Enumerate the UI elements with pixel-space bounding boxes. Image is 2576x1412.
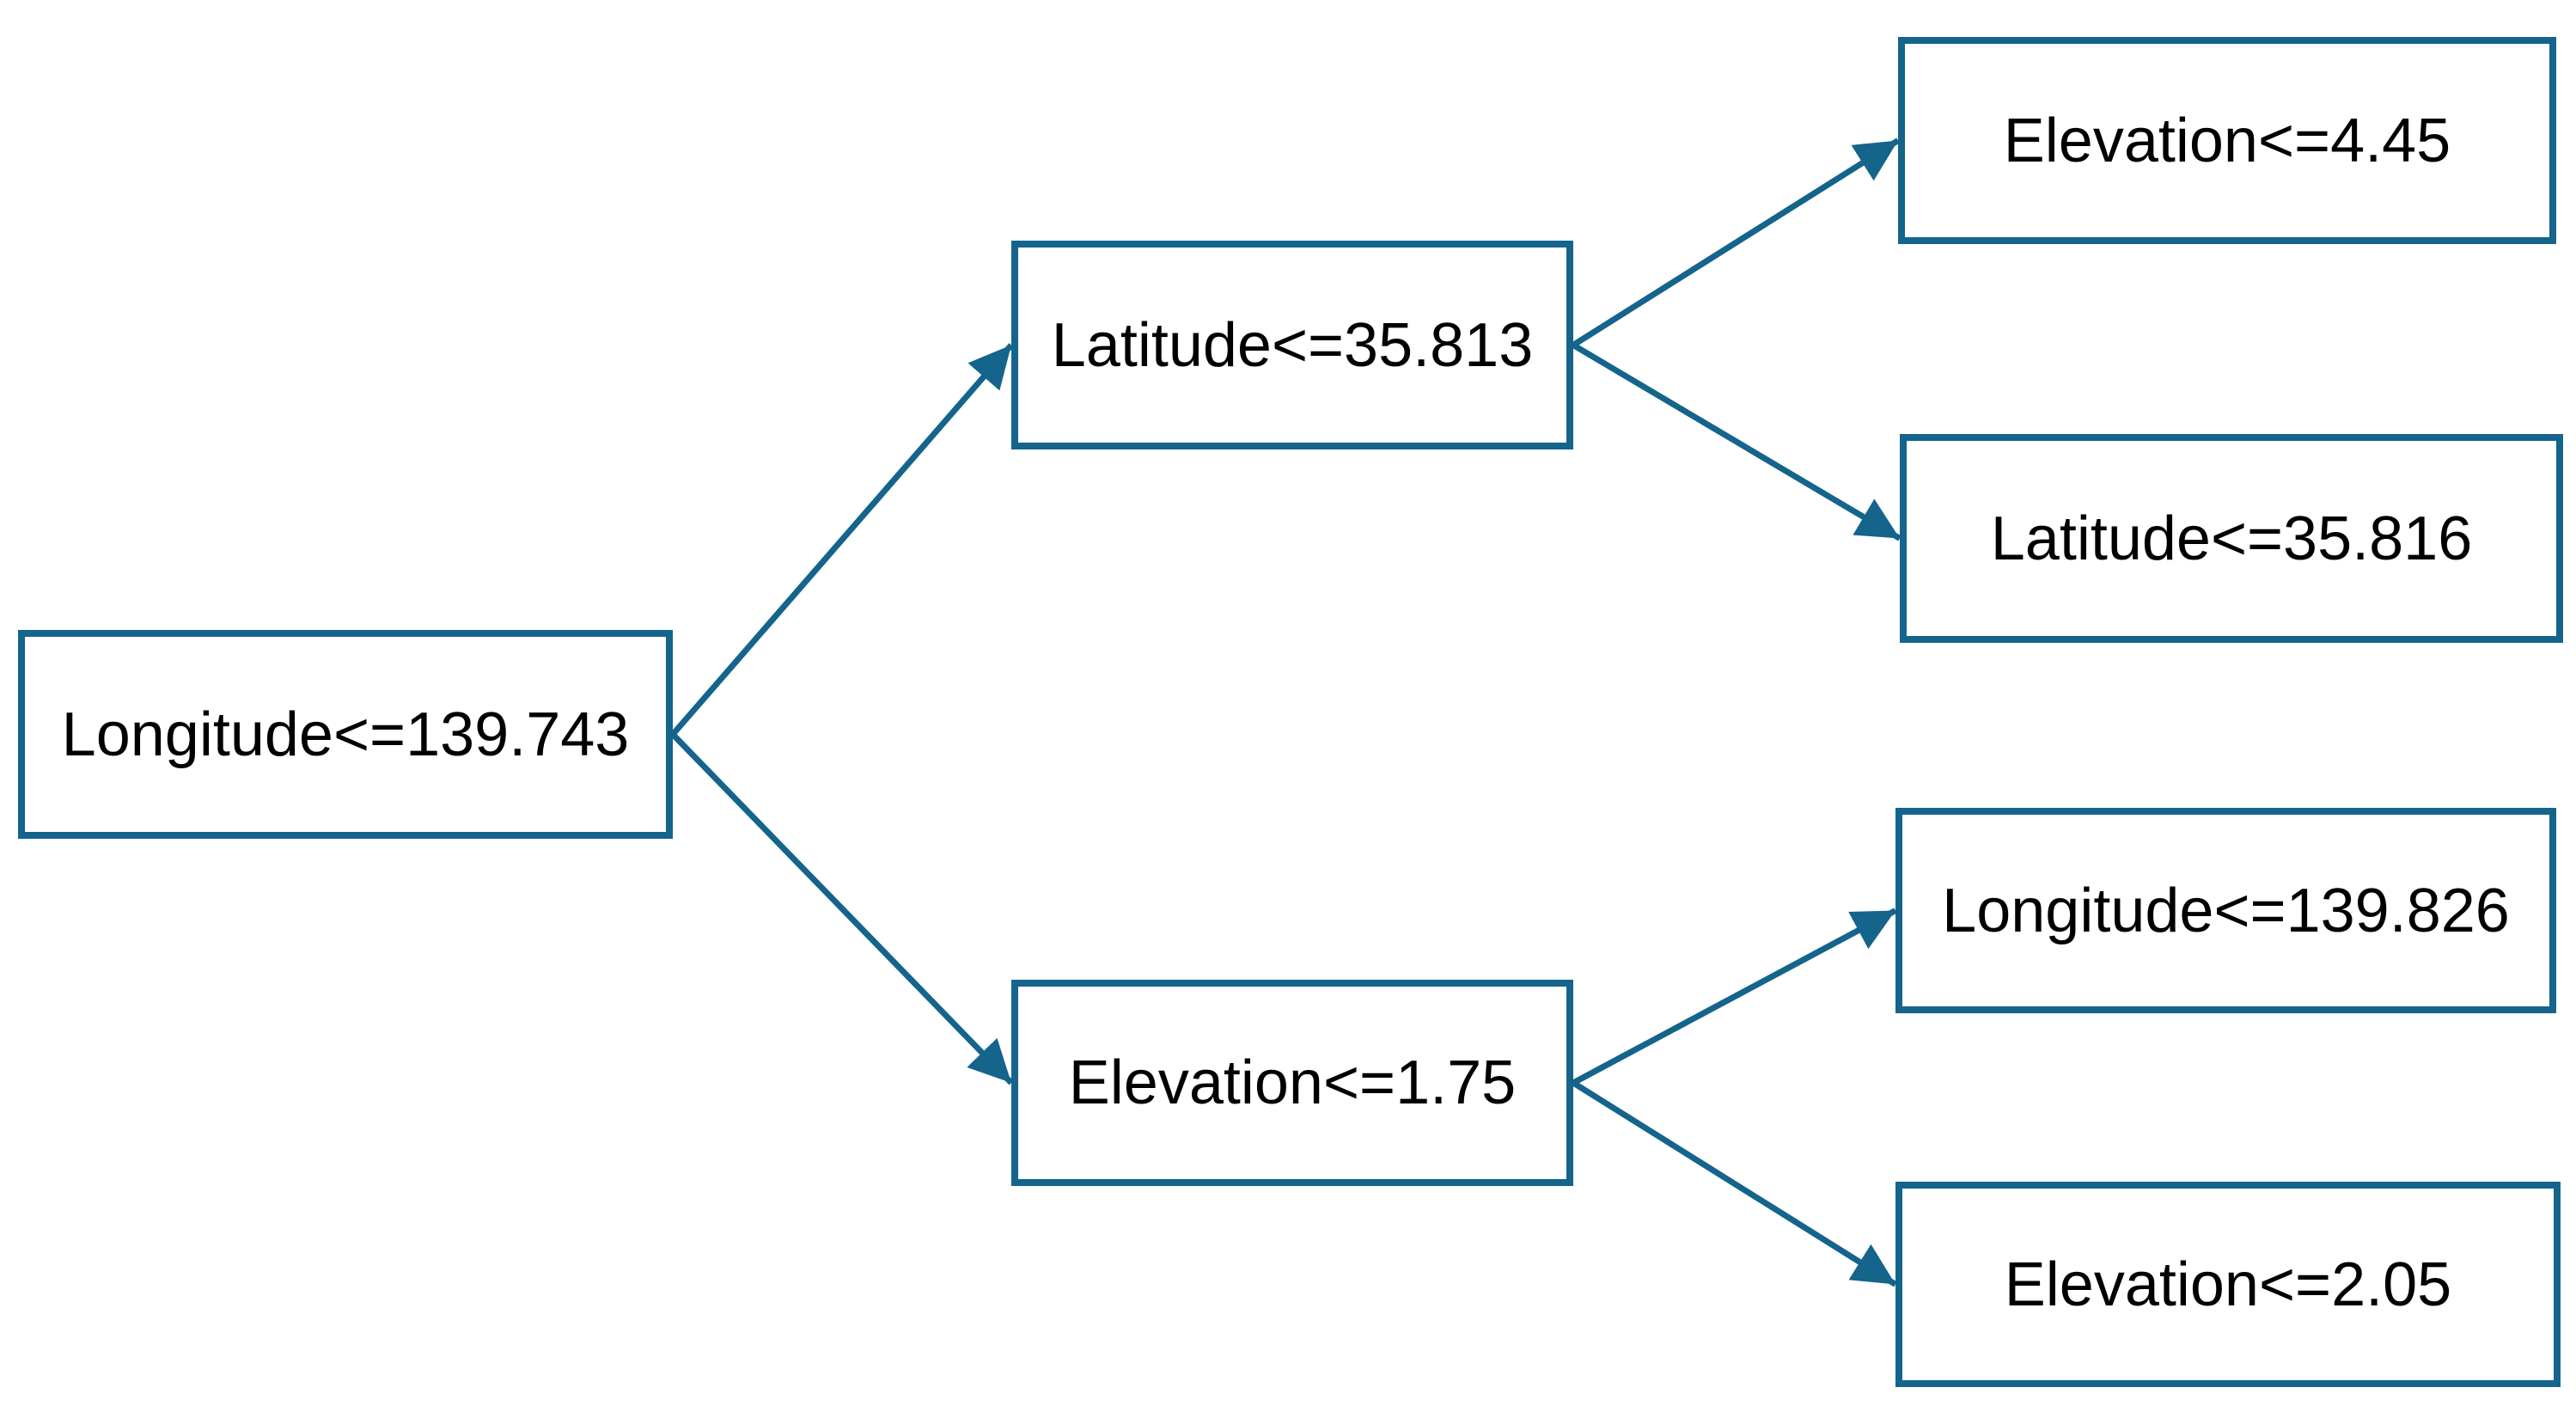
- tree-leaf-elevation-1: Elevation<=4.45: [1898, 37, 2556, 244]
- tree-edge: [1572, 1080, 1897, 1287]
- tree-node-longitude-root: Longitude<=139.743: [18, 630, 673, 839]
- tree-edge: [670, 343, 1014, 737]
- tree-edge: [1572, 138, 1900, 348]
- tree-node-latitude-upper: Latitude<=35.813: [1011, 241, 1573, 449]
- tree-node-elevation-lower: Elevation<=1.75: [1011, 980, 1573, 1186]
- tree-edge: [1572, 342, 1901, 541]
- tree-leaf-longitude: Longitude<=139.826: [1895, 808, 2556, 1013]
- tree-edge: [670, 732, 1014, 1085]
- tree-edge: [1572, 908, 1897, 1086]
- tree-leaf-latitude: Latitude<=35.816: [1900, 434, 2563, 643]
- tree-leaf-elevation-2: Elevation<=2.05: [1895, 1182, 2561, 1387]
